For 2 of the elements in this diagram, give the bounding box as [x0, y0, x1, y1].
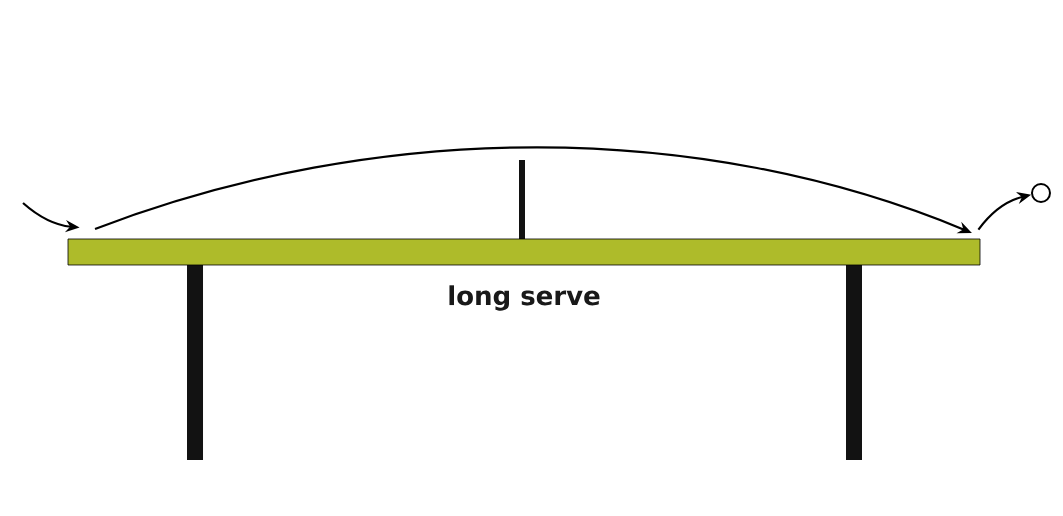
table-top [67, 238, 981, 266]
ball [1031, 183, 1051, 203]
